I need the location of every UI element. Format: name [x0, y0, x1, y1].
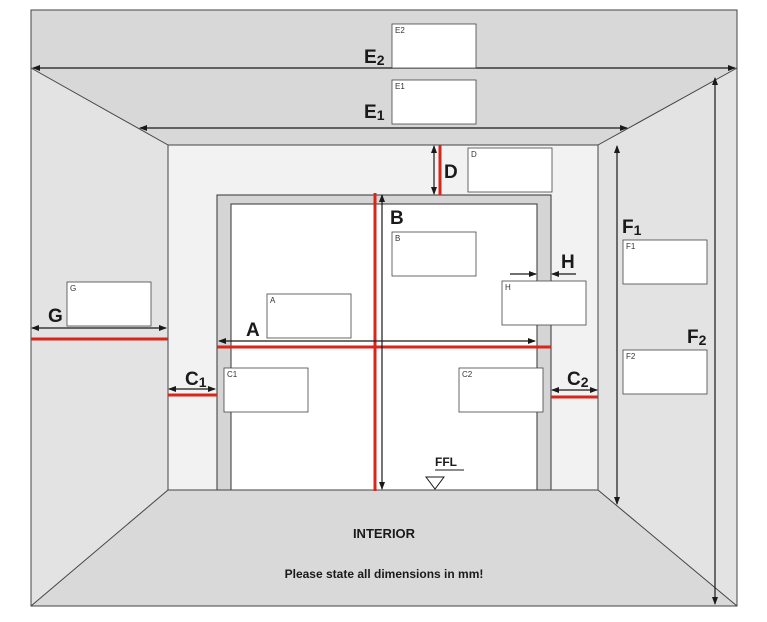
ffl-label: FFL — [435, 455, 457, 469]
input-box-e1[interactable]: E1 — [391, 79, 477, 125]
label-b-main: B — [390, 208, 404, 229]
label-g: G — [48, 306, 63, 327]
input-box-c2[interactable]: C2 — [458, 367, 544, 413]
label-f1-sub: 1 — [634, 222, 642, 238]
label-f2-sub: 2 — [699, 332, 707, 348]
label-e1: E1 — [364, 102, 385, 123]
floor-surface — [31, 490, 737, 606]
input-box-c1[interactable]: C1 — [223, 367, 309, 413]
label-e1-main: E — [364, 102, 377, 123]
label-c1-sub: 1 — [199, 374, 207, 390]
input-box-e1-label: E1 — [395, 82, 405, 91]
dimensions-instruction: Please state all dimensions in mm! — [285, 567, 484, 581]
room-edges — [30, 9, 738, 607]
right-wall-surface — [598, 68, 737, 606]
label-d: D — [444, 162, 458, 183]
label-f2: F2 — [687, 327, 707, 348]
label-f1: F1 — [622, 217, 642, 238]
input-box-f1[interactable]: F1 — [622, 239, 708, 285]
input-box-c1-label: C1 — [227, 370, 238, 379]
label-c2-sub: 2 — [581, 374, 589, 390]
input-box-g[interactable]: G — [66, 281, 152, 327]
input-box-b[interactable]: B — [391, 231, 477, 277]
label-g-main: G — [48, 306, 63, 327]
input-box-b-label: B — [395, 234, 400, 243]
label-c2: C2 — [567, 369, 589, 390]
label-h-main: H — [561, 252, 575, 273]
interior-title: INTERIOR — [353, 526, 416, 541]
label-c1: C1 — [185, 369, 207, 390]
input-box-d-label: D — [471, 150, 477, 159]
label-f2-main: F — [687, 327, 699, 348]
input-box-f2-label: F2 — [626, 352, 636, 361]
label-c2-main: C — [567, 369, 581, 390]
label-d-main: D — [444, 162, 458, 183]
label-a: A — [246, 320, 260, 341]
label-e1-sub: 1 — [377, 107, 385, 123]
label-a-main: A — [246, 320, 260, 341]
label-e2-sub: 2 — [377, 52, 385, 68]
label-e2-main: E — [364, 47, 377, 68]
input-box-e2[interactable]: E2 — [391, 23, 477, 69]
label-e2: E2 — [364, 47, 385, 68]
label-h: H — [561, 252, 575, 273]
input-box-f2[interactable]: F2 — [622, 349, 708, 395]
input-box-h[interactable]: H — [501, 280, 587, 326]
input-box-a-label: A — [270, 296, 276, 305]
input-box-f1-label: F1 — [626, 242, 636, 251]
dimension-arrows — [31, 65, 736, 605]
input-box-c2-label: C2 — [462, 370, 473, 379]
input-box-d[interactable]: D — [467, 147, 553, 193]
label-b: B — [390, 208, 404, 229]
label-f1-main: F — [622, 217, 634, 238]
ceiling-surface — [31, 10, 737, 145]
input-box-g-label: G — [70, 284, 76, 293]
input-box-h-label: H — [505, 283, 511, 292]
input-box-a[interactable]: A — [266, 293, 352, 339]
label-c1-main: C — [185, 369, 199, 390]
ffl-marker: FFL — [425, 455, 464, 490]
input-box-e2-label: E2 — [395, 26, 405, 35]
left-wall-surface — [31, 68, 168, 606]
